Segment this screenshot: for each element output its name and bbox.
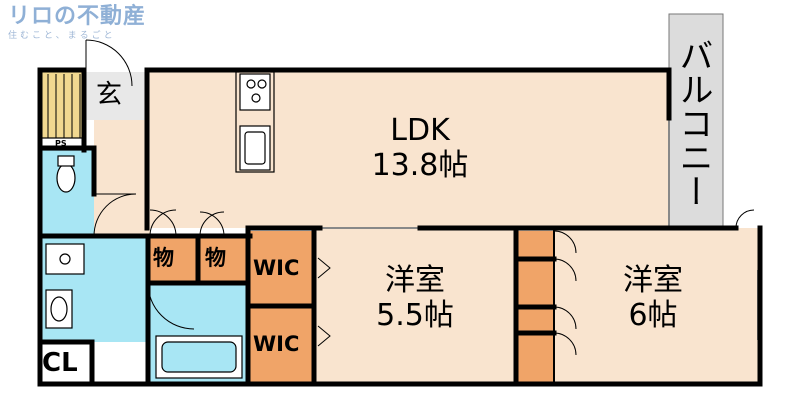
west-room-label: 洋室 5.5帖 <box>355 263 475 333</box>
closet-label: CL <box>42 348 78 378</box>
west-room-name: 洋室 <box>385 263 445 298</box>
east-closet-block-2 <box>516 259 554 307</box>
logo-tagline: 住むこと、まるごと <box>8 31 116 41</box>
storage-1-label: 物 <box>153 246 174 270</box>
entrance-label: 玄 <box>96 80 123 110</box>
ldk-name: LDK <box>390 113 450 148</box>
storage-1-block <box>148 236 198 283</box>
stairs-area <box>40 70 84 138</box>
ldk-label: LDK 13.8帖 <box>360 113 480 183</box>
east-room-label: 洋室 6帖 <box>598 263 708 333</box>
east-closet-block-4 <box>516 333 554 384</box>
wash-basin-icon <box>45 289 73 329</box>
logo-title: リロの不動産 <box>8 4 147 29</box>
door-swings <box>85 39 759 356</box>
pipe-space-label: PS <box>55 139 67 148</box>
wic-lower-label: WIC <box>253 332 300 356</box>
east-closet-block-1 <box>516 231 554 259</box>
east-room-name: 洋室 <box>623 263 683 298</box>
company-logo: リロの不動産 住むこと、まるごと <box>8 6 146 41</box>
closet-floor <box>40 342 92 384</box>
balcony-floor <box>668 13 724 227</box>
wic-lower-block <box>250 307 314 384</box>
ldk-size: 13.8帖 <box>371 147 469 183</box>
wic-upper-label: WIC <box>253 256 300 280</box>
toilet-icon <box>56 163 76 193</box>
balcony-label: バルコニー <box>673 38 713 208</box>
east-closet-block-3 <box>516 307 554 333</box>
entrance-floor <box>84 72 147 120</box>
storage-2-block <box>200 236 248 283</box>
wic-upper-block <box>250 231 314 305</box>
west-room-floor <box>314 228 516 384</box>
storage-blocks <box>148 231 554 384</box>
storage-2-label: 物 <box>205 246 226 270</box>
stove-icon <box>239 73 271 111</box>
ldk-floor <box>147 70 669 228</box>
hall-floor <box>94 118 150 236</box>
stairs <box>47 74 81 138</box>
walls <box>37 67 763 387</box>
fixtures <box>39 71 275 379</box>
west-room-size: 5.5帖 <box>376 297 454 333</box>
east-room-size: 6帖 <box>628 297 678 333</box>
washer-pan-icon <box>45 243 85 275</box>
